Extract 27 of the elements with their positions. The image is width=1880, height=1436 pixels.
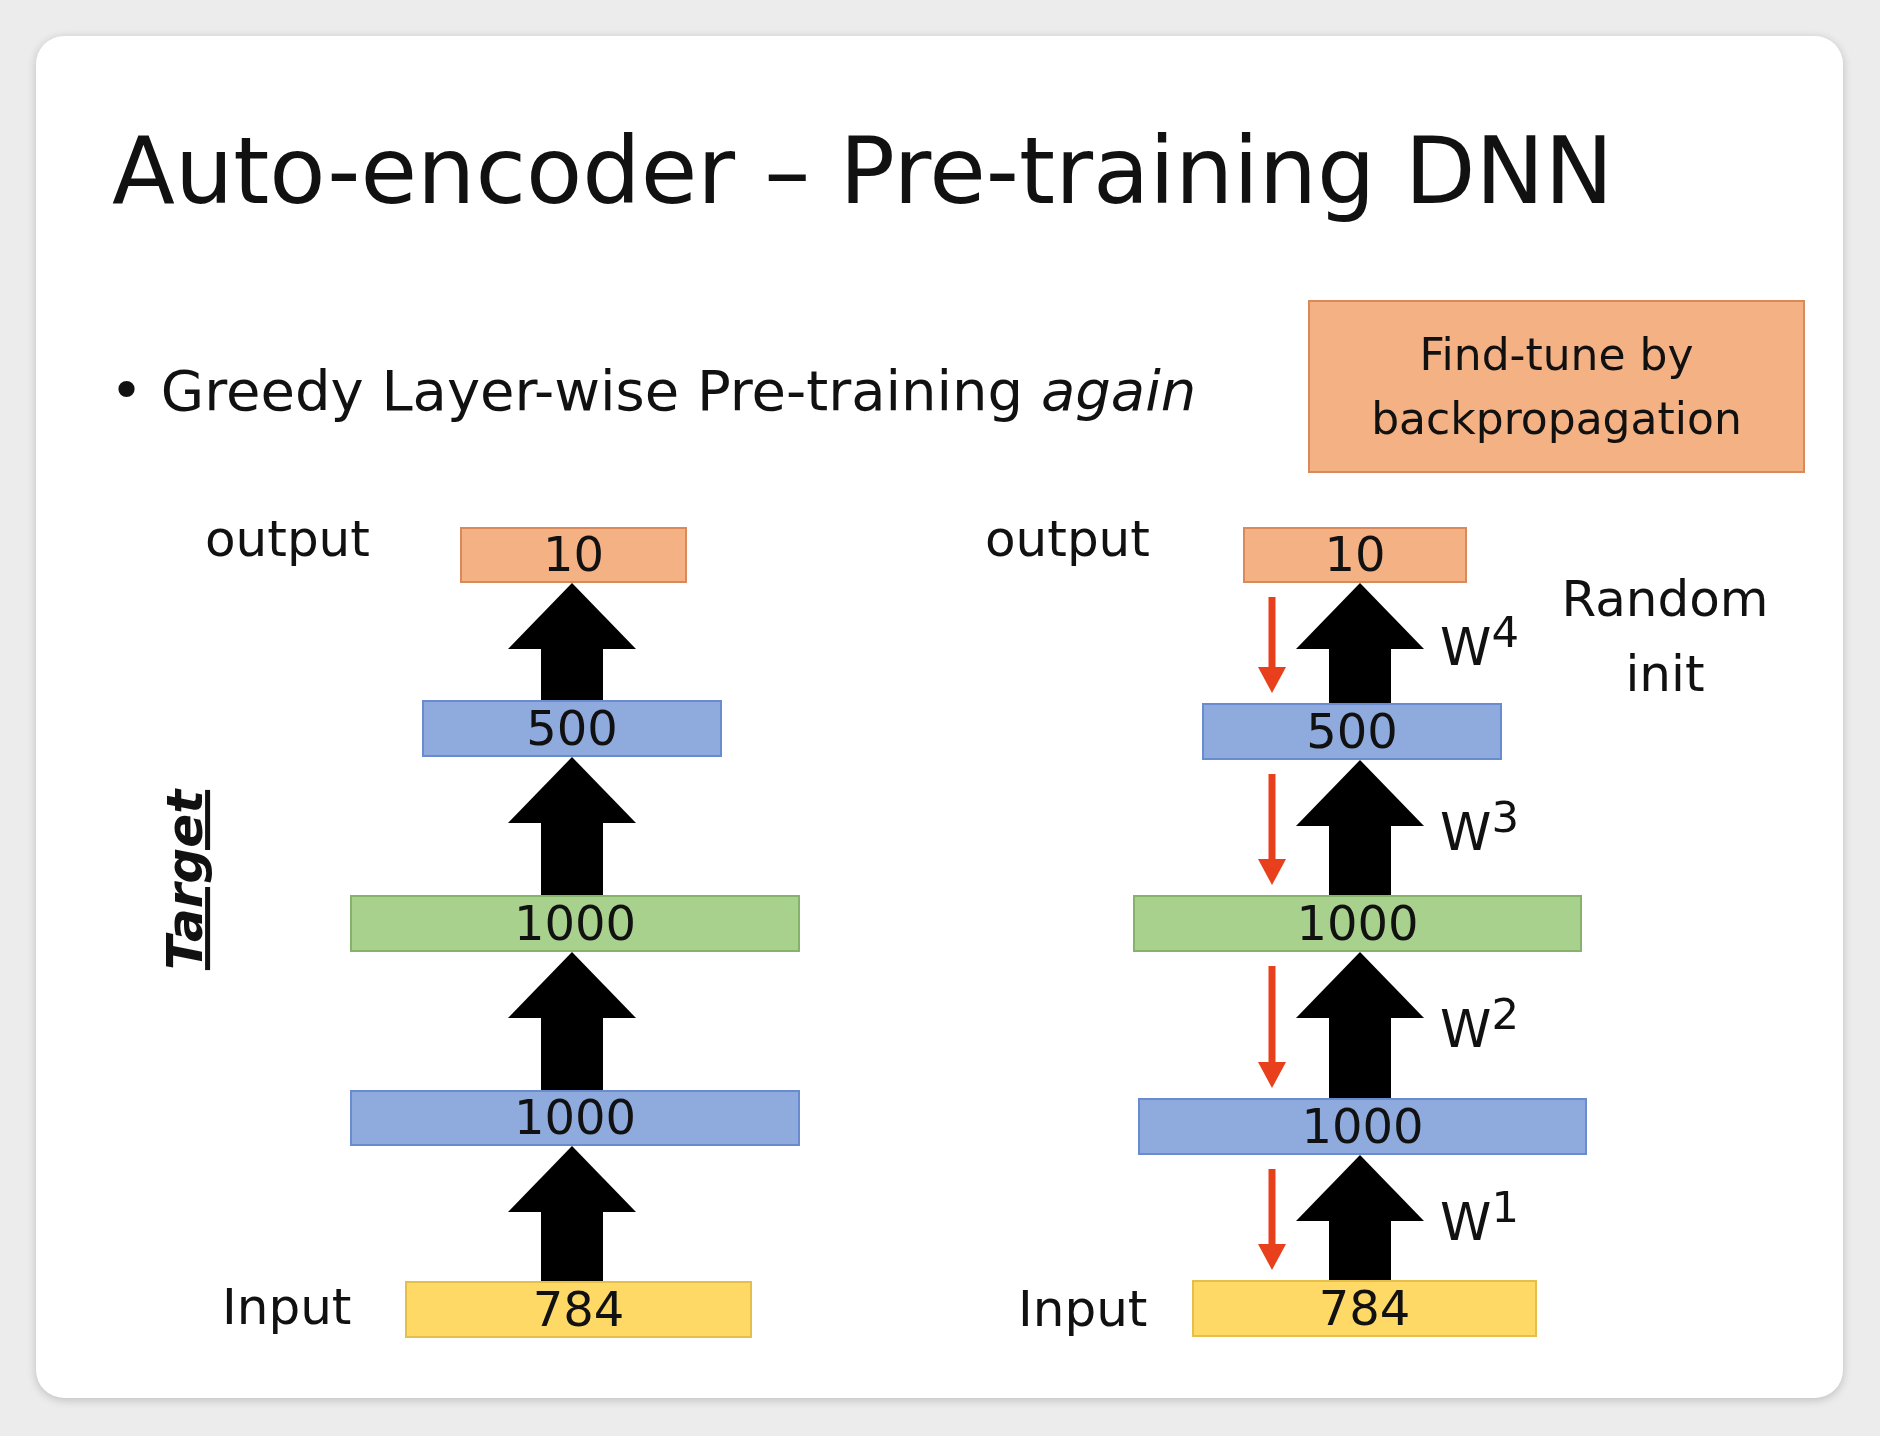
layer-box: 500 — [1202, 703, 1502, 760]
note-text: Random init — [1560, 569, 1770, 705]
bullet-text: • Greedy Layer-wise Pre-training again — [110, 358, 1197, 423]
slide-title: Auto-encoder – Pre-training DNN — [112, 118, 1614, 225]
layer-box: 1000 — [1138, 1098, 1587, 1155]
side-label: Target — [156, 789, 215, 971]
arrow — [1296, 1155, 1424, 1280]
layer-box: 1000 — [1133, 895, 1582, 952]
arrow — [1296, 583, 1424, 703]
arrow — [508, 952, 636, 1090]
layer-box: 1000 — [350, 1090, 800, 1146]
side-label: Input — [1018, 1280, 1148, 1338]
arrow — [508, 1146, 636, 1281]
arrow — [508, 583, 636, 700]
layer-box: 1000 — [350, 895, 800, 952]
note-box: Find-tune by backpropagation — [1308, 300, 1805, 473]
side-label: Input — [222, 1278, 352, 1336]
side-label: output — [205, 510, 370, 568]
layer-box: 784 — [1192, 1280, 1537, 1337]
layer-box: 500 — [422, 700, 722, 757]
side-label: output — [985, 510, 1150, 568]
layer-box: 784 — [405, 1281, 752, 1338]
arrow — [1296, 760, 1424, 895]
arrow — [1296, 952, 1424, 1098]
layer-box: 10 — [460, 527, 687, 583]
layer-box: 10 — [1243, 527, 1467, 583]
arrow — [508, 757, 636, 895]
